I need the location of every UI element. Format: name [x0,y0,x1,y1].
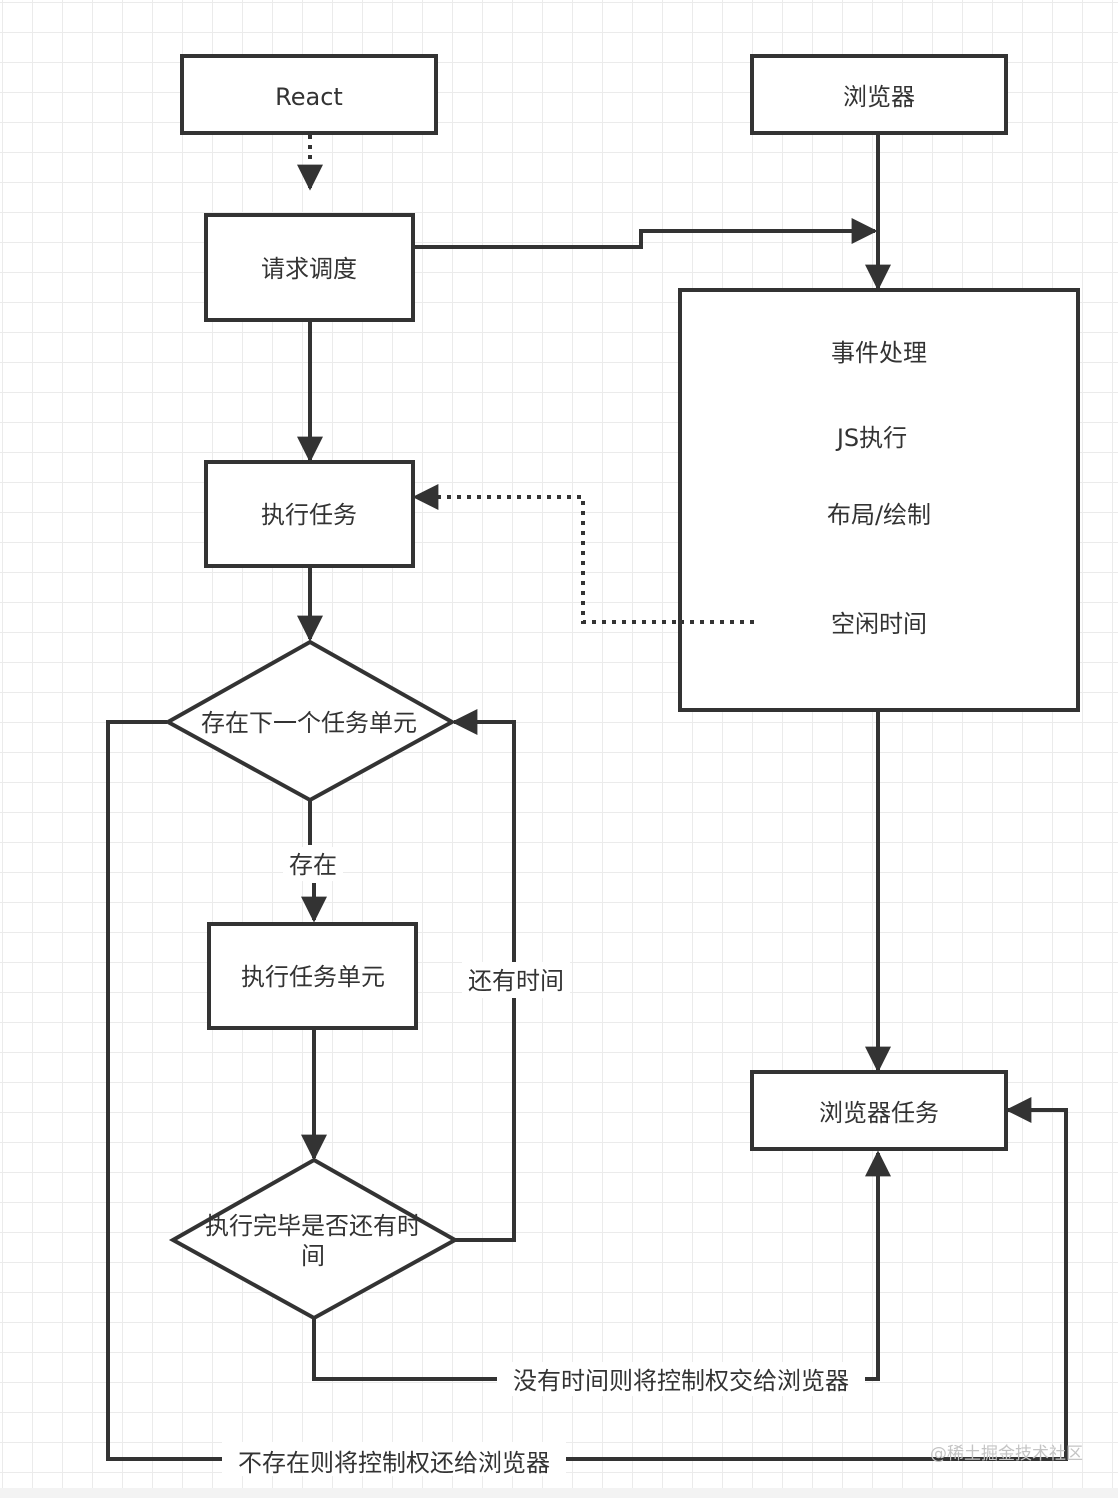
node-browser-label: 浏览器 [843,83,915,111]
node-execute-task-label: 执行任务 [261,501,357,529]
frame-item-idle-time: 空闲时间 [831,610,927,638]
node-react [180,54,438,135]
node-react-label: React [275,83,343,111]
node-browser-task-label: 浏览器任务 [819,1099,939,1127]
label-bg-no-time [497,1362,865,1396]
edge-label-has-time: 还有时间 [468,967,564,995]
node-finished-has-time-label-line1: 执行完毕是否还有时 [205,1212,421,1240]
bottom-strip [0,1488,1118,1498]
label-bg-has-time [462,962,570,998]
edge-label-not-exists: 不存在则将控制权还给浏览器 [238,1449,550,1477]
edge-label-exists: 存在 [289,851,337,879]
node-finished-has-time [168,1157,460,1321]
frame-item-layout-paint: 布局/绘制 [827,501,931,529]
node-request-schedule [204,213,415,322]
edge-idle-to-execute [412,484,756,624]
node-execute-task-unit [207,922,418,1030]
node-has-next-unit [163,639,457,803]
node-finished-has-time-label-line2: 间 [301,1242,325,1270]
edge-label-no-time: 没有时间则将控制权交给浏览器 [513,1367,849,1395]
watermark: @稀土掘金技术社区 [930,1444,1083,1464]
node-has-next-unit-label: 存在下一个任务单元 [201,709,417,737]
edge-not-exists [106,720,1068,1461]
node-execute-task [204,460,415,568]
node-request-schedule-label: 请求调度 [261,255,357,283]
edge-request-to-browser [413,218,878,249]
label-bg-exists [283,847,343,881]
edge-exists [310,800,314,920]
node-browser-frame [678,288,1080,712]
node-execute-task-unit-label: 执行任务单元 [241,963,385,991]
label-bg-not-exists [222,1442,566,1476]
node-browser [750,54,1008,135]
frame-item-js-execution: JS执行 [835,424,907,452]
frame-item-event-handling: 事件处理 [831,339,927,367]
node-browser-task [750,1070,1008,1151]
